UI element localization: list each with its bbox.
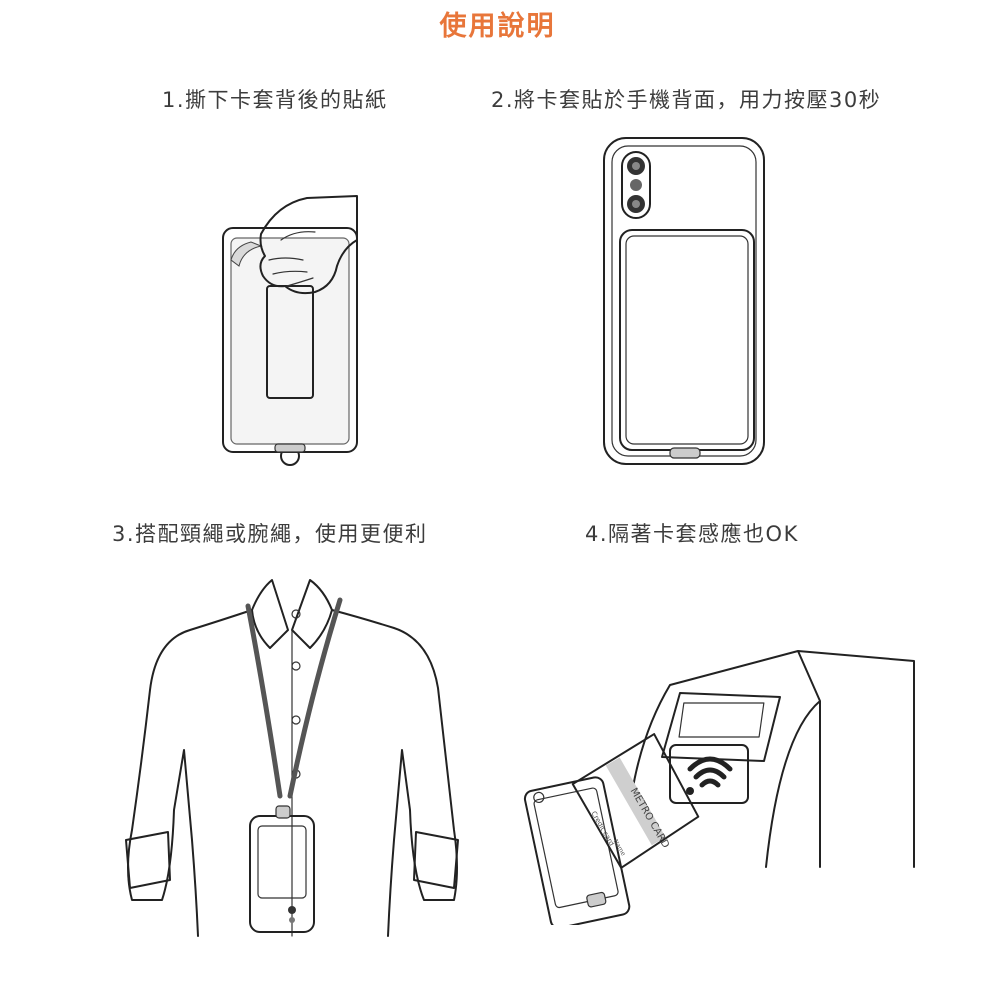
hanging-phone <box>249 815 315 933</box>
lanyard <box>245 597 343 799</box>
step-3-label: 3.搭配頸繩或腕繩，使用更便利 <box>112 522 428 546</box>
reader-panel <box>661 692 781 762</box>
sensor-pad <box>669 744 749 804</box>
step-4-illustration: METRO CARD Credit card Name <box>520 645 920 925</box>
phone-outline <box>603 137 765 465</box>
page-title: 使用說明 <box>439 11 556 42</box>
turnstile-outline <box>629 650 915 868</box>
adhesive-strip <box>266 285 314 399</box>
step-3-illustration <box>112 570 472 940</box>
step-4-label: 4.隔著卡套感應也OK <box>585 522 799 546</box>
right-cuff <box>413 831 459 889</box>
card-holder <box>619 229 755 451</box>
sticker-sheet <box>230 237 350 445</box>
step-1-label: 1.撕下卡套背後的貼紙 <box>162 88 388 112</box>
shirt-outline <box>127 609 458 937</box>
wifi-icon <box>687 756 733 788</box>
step-2-illustration <box>600 134 770 470</box>
hand-icon <box>259 195 358 295</box>
camera-module <box>621 151 651 219</box>
left-cuff <box>125 831 171 889</box>
step-1-illustration <box>215 190 375 470</box>
step-2-label: 2.將卡套貼於手機背面，用力按壓30秒 <box>491 88 882 112</box>
